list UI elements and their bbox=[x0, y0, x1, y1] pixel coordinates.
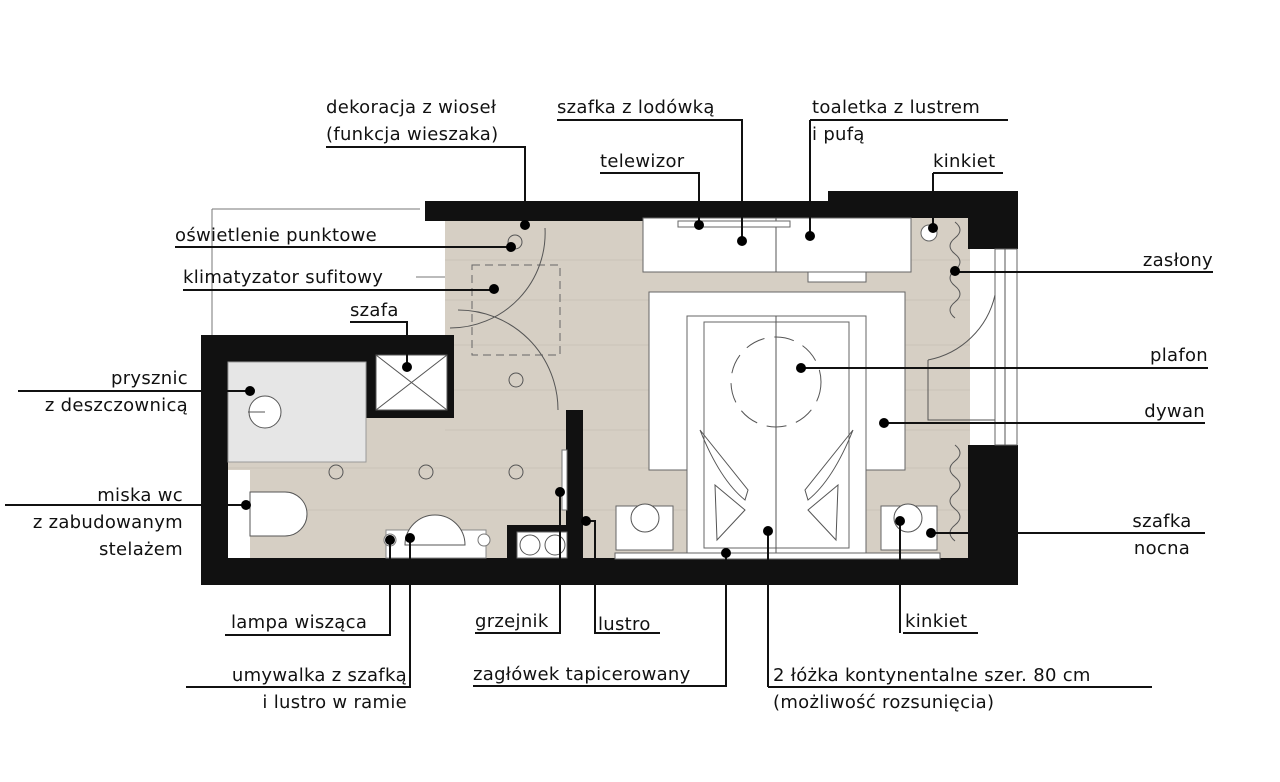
label-oswietlenie: oświetlenie punktowe bbox=[175, 225, 377, 246]
nightstands bbox=[615, 503, 938, 551]
label-lozka: 2 łóżka kontynentalne szer. 80 cm bbox=[773, 665, 1091, 686]
label-dywan: dywan bbox=[1144, 401, 1205, 422]
label-lozka-2: (możliwość rozsunięcia) bbox=[773, 692, 994, 713]
radiator bbox=[516, 531, 568, 559]
label-kinkiet-bottom: kinkiet bbox=[905, 611, 968, 632]
label-toaletka: toaletka z lustrem bbox=[812, 97, 980, 118]
leader-lines bbox=[5, 119, 1213, 688]
label-szafka-lodowka: szafka z lodówką bbox=[557, 97, 715, 118]
label-miska-wc-3: stelażem bbox=[99, 539, 183, 560]
label-telewizor: telewizor bbox=[600, 151, 685, 172]
label-zaslony: zasłony bbox=[1143, 250, 1213, 271]
label-szafka-nocna: szafka bbox=[1132, 511, 1191, 532]
wardrobe bbox=[375, 354, 448, 411]
label-kinkiet-top: kinkiet bbox=[933, 151, 996, 172]
label-lampa: lampa wisząca bbox=[231, 612, 367, 633]
label-umywalka-2: i lustro w ramie bbox=[262, 692, 407, 713]
label-lustro: lustro bbox=[598, 614, 651, 635]
desk-and-fridge-cabinet bbox=[642, 217, 938, 283]
label-szafka-nocna-2: nocna bbox=[1134, 538, 1190, 559]
beds bbox=[614, 315, 941, 560]
label-plafon: plafon bbox=[1150, 345, 1208, 366]
label-grzejnik: grzejnik bbox=[475, 611, 549, 632]
label-dekoracja-2: (funkcja wieszaka) bbox=[326, 124, 498, 145]
doors bbox=[449, 227, 996, 421]
label-toaletka-2: i pufą bbox=[812, 124, 865, 145]
spot-lights bbox=[328, 234, 524, 480]
toilet bbox=[228, 470, 308, 558]
label-prysznic: prysznic bbox=[111, 368, 188, 389]
shower bbox=[227, 361, 367, 463]
label-szafa: szafa bbox=[350, 300, 399, 321]
labels: dekoracja z wioseł (funkcja wieszaka) sz… bbox=[33, 97, 1213, 713]
ceiling-ac bbox=[471, 264, 561, 356]
mirror bbox=[561, 449, 568, 511]
label-umywalka: umywalka z szafką bbox=[232, 665, 407, 686]
sink bbox=[383, 514, 491, 559]
leader-dots bbox=[241, 220, 960, 558]
label-miska-wc: miska wc bbox=[97, 485, 183, 506]
label-zaglowek: zagłówek tapicerowany bbox=[473, 664, 691, 685]
label-dekoracja: dekoracja z wioseł bbox=[326, 97, 497, 118]
label-prysznic-2: z deszczownicą bbox=[45, 395, 188, 416]
label-miska-wc-2: z zabudowanym bbox=[33, 512, 183, 533]
label-klimatyzator: klimatyzator sufitowy bbox=[183, 267, 383, 288]
window bbox=[994, 248, 1018, 446]
